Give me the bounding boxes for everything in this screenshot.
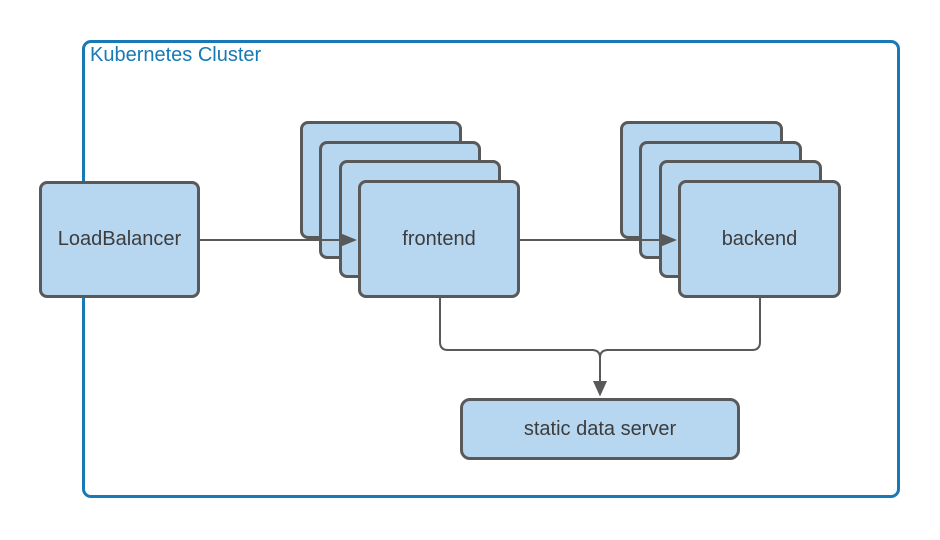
node-backend-stack: backend — [620, 121, 842, 299]
node-backend-label: backend — [721, 227, 798, 250]
node-load-balancer-label: LoadBalancer — [57, 228, 182, 250]
cluster-label: Kubernetes Cluster — [90, 44, 262, 66]
node-load-balancer: LoadBalancer — [39, 181, 200, 298]
node-static-data-server: static data server — [460, 398, 740, 460]
node-frontend-stack: frontend — [300, 121, 521, 299]
node-static-data-server-label: static data server — [523, 417, 677, 440]
node-backend: backend — [678, 180, 841, 298]
node-frontend: frontend — [358, 180, 520, 298]
node-frontend-label: frontend — [402, 227, 476, 250]
